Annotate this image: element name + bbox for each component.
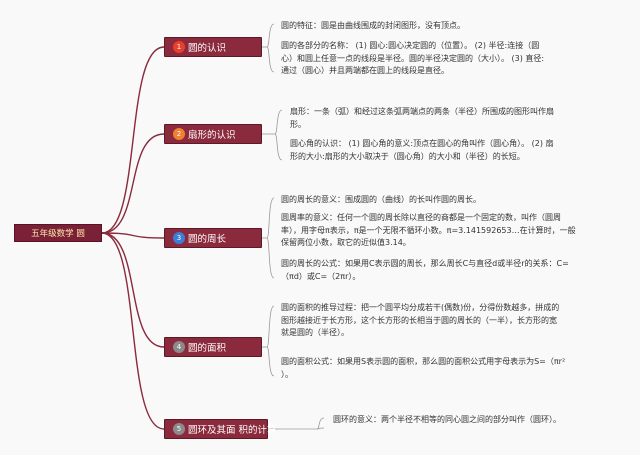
branch-label: 圆的周长: [188, 234, 227, 245]
note-area-formula: 圆的面积公式：如果用S表示圆的面积，那么圆的面积公式用字母表示为S=（πr² ）…: [281, 357, 566, 379]
branch-node-circle-basics[interactable]: 1 圆的认识: [164, 37, 262, 57]
badge-icon: 5: [173, 423, 185, 435]
note-area-derivation: 圆的面积的推导过程：把一个圆平均分成若干(偶数)份，分得份数越多，拼成的 图形越…: [281, 303, 560, 337]
brace-bracket: [316, 417, 325, 430]
badge-icon: 2: [173, 128, 185, 140]
badge-icon: 3: [173, 232, 185, 244]
brace-bracket: [266, 23, 275, 73]
note-circumference-formula: 圆的周长的公式：如果用C表示圆的周长，那么周长C与直径d或半径r的关系：C= （…: [281, 259, 569, 281]
branch-node-area[interactable]: 4 圆的面积: [164, 337, 262, 357]
branch-label: 圆的认识: [188, 43, 227, 54]
branch-connector: [101, 232, 165, 430]
brace-bracket: [274, 109, 283, 161]
note-circle-feature: 圆的特征：圆是由曲线围成的封闭图形，没有顶点。: [281, 21, 465, 30]
brace-bracket: [266, 305, 275, 377]
badge-icon: 1: [173, 41, 185, 53]
branch-node-circumference[interactable]: 3 圆的周长: [164, 228, 262, 248]
root-node[interactable]: 五年级数学 圆: [14, 224, 102, 242]
branch-connector: [101, 133, 165, 234]
branch-connector: [101, 232, 165, 348]
branch-node-sector[interactable]: 2 扇形的认识: [164, 124, 262, 144]
branch-node-annulus[interactable]: 5 圆环及其面 积的计算: [164, 419, 277, 439]
branch-connector: [101, 46, 165, 234]
note-annulus-meaning: 圆环的意义：两个半径不相等的同心圆之间的部分叫作（圆环）。: [333, 415, 561, 424]
branch-label: 圆环及其面 积的计算: [188, 425, 277, 436]
note-central-angle: 圆心角的认识： (1) 圆心角的意义:顶点在圆心的角叫作（圆心角）。 (2) 扇…: [290, 139, 554, 161]
note-pi-meaning: 圆周率的意义：任何一个圆的周长除以直径的商都是一个固定的数，叫作（圆周 率），用…: [281, 213, 576, 247]
note-sector-definition: 扇形：一条（弧）和经过这条弧两端点的两条（半径）所围成的图形叫作扇 形。: [290, 107, 554, 129]
branch-connector: [101, 232, 165, 239]
brace-bracket: [266, 197, 275, 279]
branch-label: 圆的面积: [188, 343, 227, 354]
badge-icon: 4: [173, 341, 185, 353]
branch-label: 扇形的认识: [188, 130, 236, 141]
note-circumference-meaning: 圆的周长的意义：围成圆的（曲线）的长叫作圆的周长。: [281, 195, 481, 204]
note-circle-parts: 圆的各部分的名称： (1) 圆心:圆心决定圆的（位置）。 (2) 半径:连接（圆…: [281, 41, 545, 75]
